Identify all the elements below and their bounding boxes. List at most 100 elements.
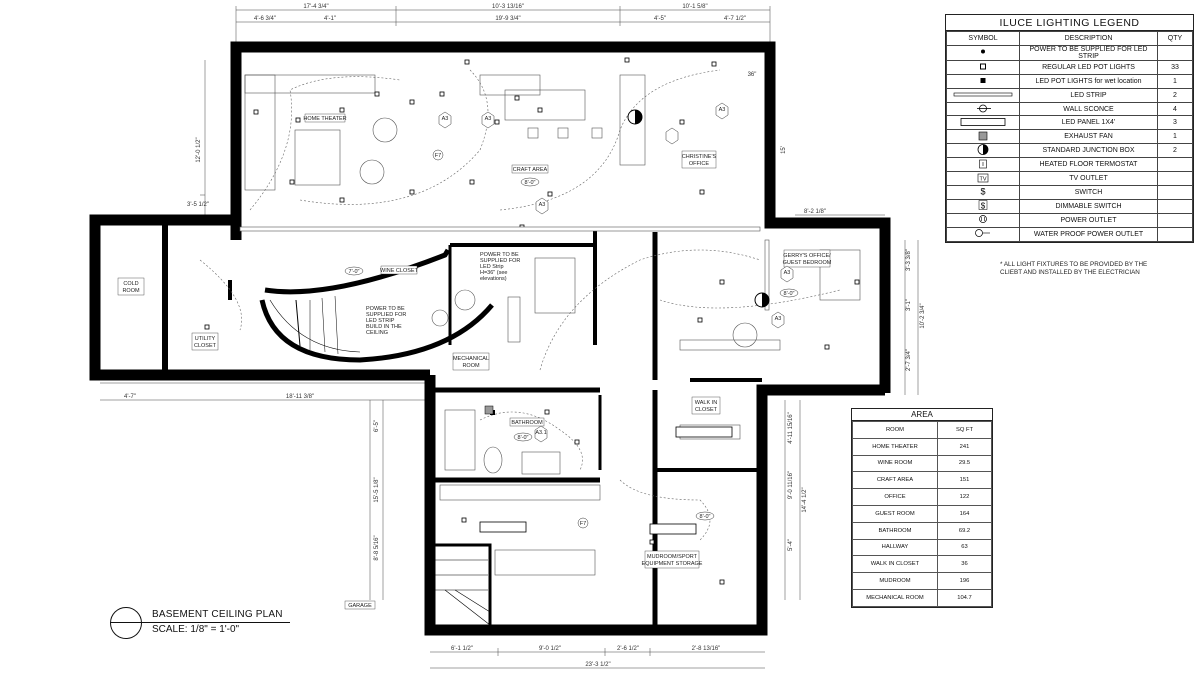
height-bath: 8'-0" (518, 435, 529, 441)
exterior-walls (89, 41, 891, 636)
svg-text:10'-2 3/4": 10'-2 3/4" (920, 303, 926, 328)
legend-note: * ALL LIGHT FIXTURES TO BE PROVIDED BY T… (1000, 261, 1148, 276)
label-utility-2: CLOSET (194, 343, 217, 349)
label-garage: GARAGE (348, 603, 372, 609)
svg-text:4'-6 3/4": 4'-6 3/4" (254, 16, 276, 22)
power-note-b: POWER TO BE SUPPLIED FOR LED STRIP BUILD… (366, 306, 406, 336)
legend-row: REGULAR LED POT LIGHTS 33 (946, 59, 1193, 75)
svg-text:4'-11 15/16": 4'-11 15/16" (788, 412, 794, 444)
lighting-legend: ILUCE LIGHTING LEGEND SYMBOL DESCRIPTION… (945, 14, 1194, 243)
svg-text:15'-5 1/8": 15'-5 1/8" (374, 477, 380, 502)
svg-text:CEILING: CEILING (366, 330, 388, 336)
svg-text:F7: F7 (580, 521, 586, 527)
plan-scale: SCALE: 1/8" = 1'-0" (152, 624, 240, 635)
fixture-tag-text: A3 A3 A3 A3 A3 A3.1 A3 (442, 107, 791, 436)
label-craft-area: CRAFT AREA (513, 167, 548, 173)
svg-text:elevations): elevations) (480, 276, 507, 282)
junction-box-icon (977, 144, 989, 156)
svg-text:15': 15' (781, 146, 787, 154)
legend-row: EXHAUST FAN 1 (946, 129, 1193, 145)
wall-sconce-icon (977, 104, 991, 112)
legend-row: HEATED FLOOR TERMOSTAT (946, 157, 1193, 173)
home-theater-sofa (244, 74, 276, 191)
legend-row: $ DIMMABLE SWITCH (946, 198, 1193, 214)
svg-text:17'-4 3/4": 17'-4 3/4" (303, 4, 328, 10)
label-mechanical-2: ROOM (462, 363, 480, 369)
svg-text:A3: A3 (442, 116, 449, 122)
label-bathroom: BATHROOM (511, 420, 543, 426)
legend-header: SYMBOL DESCRIPTION QTY (946, 31, 1193, 46)
legend-row: WALL SCONCE 4 (946, 101, 1193, 117)
svg-text:A3.1: A3.1 (535, 430, 546, 436)
svg-text:14'-4 1/2": 14'-4 1/2" (802, 487, 808, 512)
tv-outlet-icon: TV (977, 173, 989, 182)
legend-row: TV TV OUTLET (946, 171, 1193, 187)
furniture (244, 74, 861, 576)
fixture-tags (438, 102, 794, 443)
svg-text:$: $ (980, 187, 985, 197)
label-mudroom-2: EQUIPMENT STORAGE (642, 561, 703, 567)
svg-text:A3: A3 (485, 116, 492, 122)
svg-text:4'-7 1/2": 4'-7 1/2" (724, 16, 746, 22)
label-cold-2: ROOM (122, 288, 140, 294)
label-mechanical-1: MECHANICAL (453, 356, 489, 362)
svg-text:4'-5": 4'-5" (654, 16, 666, 22)
height-mudroom: 8'-0" (700, 514, 711, 520)
svg-text:LED STRIP: LED STRIP (366, 318, 395, 324)
svg-text:3'-3 3/8": 3'-3 3/8" (906, 249, 912, 271)
svg-text:4'-1": 4'-1" (324, 16, 336, 22)
label-office-1: CHRISTINE'S (682, 154, 717, 160)
svg-text:BUILD IN THE: BUILD IN THE (366, 324, 402, 330)
wet-pot-light-icon (980, 77, 986, 83)
legend-title: ILUCE LIGHTING LEGEND (946, 15, 1193, 31)
svg-text:4'-7": 4'-7" (124, 394, 136, 400)
svg-text:H=36" (see: H=36" (see (480, 270, 507, 276)
label-cold-1: COLD (123, 281, 138, 287)
svg-text:SUPPLIED FOR: SUPPLIED FOR (480, 258, 520, 264)
shower (444, 409, 476, 471)
toilet (483, 446, 503, 474)
svg-text:$: $ (981, 202, 986, 211)
svg-text:9'-0 1/2": 9'-0 1/2" (539, 646, 561, 652)
label-gerry-2: GUEST BEDROOM (783, 260, 832, 266)
svg-text:2'-8 13/16": 2'-8 13/16" (692, 646, 721, 652)
svg-text:2'-6 1/2": 2'-6 1/2" (617, 646, 639, 652)
title-circle-icon (110, 607, 142, 639)
coffee-table (294, 129, 341, 186)
legend-row: POWER TO BE SUPPLIED FOR LED STRIP (946, 44, 1193, 61)
height-craft: 8'-0" (525, 180, 536, 186)
svg-text:18'-11 3/8": 18'-11 3/8" (286, 394, 314, 400)
pot-light-icon (980, 63, 986, 70)
label-office-2: OFFICE (689, 161, 709, 167)
svg-text:10'-3 13/16": 10'-3 13/16" (492, 4, 524, 10)
legend-row: LED POT LIGHTS for wet location 1 (946, 73, 1193, 89)
svg-text:23'-3 1/2": 23'-3 1/2" (585, 662, 610, 668)
svg-text:LED Strip: LED Strip (480, 264, 504, 270)
exhaust-fan-icon (978, 131, 988, 141)
svg-text:A3: A3 (539, 202, 546, 208)
svg-text:12'-0 1/2": 12'-0 1/2" (196, 137, 202, 162)
label-home-theater: HOME THEATER (303, 116, 346, 122)
svg-text:8'-2 1/8": 8'-2 1/8" (804, 209, 826, 215)
dimension-text: 17'-4 3/4" 10'-3 13/16" 10'-1 5/8" 4'-6 … (124, 4, 926, 668)
legend-row: POWER OUTLET (946, 212, 1193, 228)
legend-row: STANDARD JUNCTION BOX 2 (946, 143, 1193, 159)
legend-header-qty: QTY (1157, 31, 1193, 46)
svg-text:8'-8 5/16": 8'-8 5/16" (374, 535, 380, 560)
exhaust-fan (484, 405, 494, 415)
svg-text:POWER TO BE: POWER TO BE (480, 252, 519, 258)
led-strip-icon (953, 92, 1013, 96)
plan-title: BASEMENT CEILING PLAN (152, 609, 283, 620)
fixtures (479, 109, 770, 535)
svg-text:36": 36" (748, 72, 757, 78)
svg-text:A3: A3 (719, 107, 726, 113)
height-guest: 8'-0" (784, 291, 795, 297)
dimmable-switch-icon: $ (978, 200, 988, 211)
